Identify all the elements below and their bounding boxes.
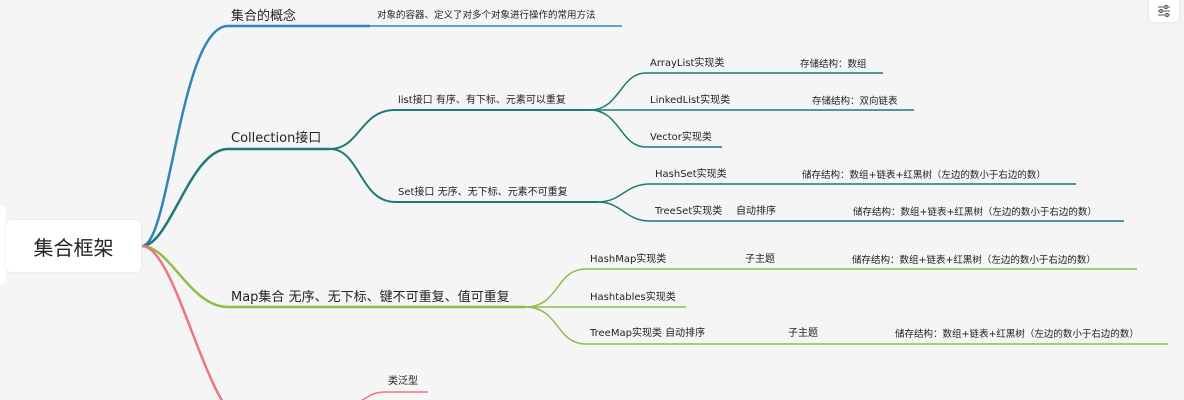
topic-linkedlist[interactable]: LinkedList实现类	[650, 95, 731, 106]
link-treemap	[524, 306, 1168, 345]
topic-vector[interactable]: Vector实现类	[650, 132, 712, 143]
left-panel-edge	[0, 205, 6, 285]
topic-hashtables[interactable]: Hashtables实现类	[590, 292, 676, 303]
topic-hashmap-note[interactable]: 储存结构：数组+链表+红黑树（左边的数小于右边的数）	[852, 255, 1096, 266]
topic-arraylist[interactable]: ArrayList实现类	[650, 58, 725, 69]
topic-list[interactable]: list接口 有序、有下标、元素可以重复	[398, 95, 566, 106]
link-hashmap	[524, 268, 1137, 308]
topic-treeset-note[interactable]: 储存结构：数组+链表+红黑树（左边的数小于右边的数）	[853, 207, 1097, 218]
topic-hashmap-subtopic[interactable]: 子主题	[745, 254, 775, 265]
topic-collection[interactable]: Collection接口	[231, 131, 322, 146]
link-list	[329, 109, 590, 150]
link-vector	[589, 109, 722, 148]
topic-treemap[interactable]: TreeMap实现类 自动排序	[590, 328, 706, 339]
topic-treemap-subtopic[interactable]: 子主题	[788, 328, 818, 339]
link-concept	[141, 24, 370, 248]
topic-treeset[interactable]: TreeSet实现类	[655, 206, 723, 217]
root-topic-label: 集合框架	[33, 235, 114, 260]
topic-treeset-sort[interactable]: 自动排序	[736, 206, 776, 217]
link-hashset	[597, 183, 1076, 203]
topic-concept-note[interactable]: 对象的容器、定义了对多个对象进行操作的常用方法	[377, 10, 596, 21]
topic-arraylist-note[interactable]: 存储结构：数组	[800, 59, 867, 70]
link-treeset	[597, 201, 1124, 222]
link-arraylist	[589, 72, 883, 111]
topic-set[interactable]: Set接口 无序、无下标、元素不可重复	[398, 187, 568, 198]
settings-button[interactable]	[1149, 0, 1179, 22]
topic-hashset[interactable]: HashSet实现类	[655, 169, 727, 180]
topic-generics[interactable]: 类泛型	[388, 376, 418, 387]
sliders-icon	[1158, 5, 1170, 17]
link-generics-child	[361, 391, 428, 400]
link-set	[329, 148, 598, 203]
root-topic[interactable]: 集合框架	[6, 220, 141, 272]
link-map	[141, 244, 525, 309]
topic-hashmap[interactable]: HashMap实现类	[590, 254, 667, 265]
topic-hashset-note[interactable]: 储存结构：数组+链表+红黑树（左边的数小于右边的数）	[802, 170, 1046, 181]
topic-concept[interactable]: 集合的概念	[231, 9, 297, 24]
topic-map[interactable]: Map集合 无序、无下标、键不可重复、值可重复	[231, 290, 510, 305]
link-generics	[141, 244, 224, 400]
topic-treemap-note[interactable]: 储存结构：数组+链表+红黑树（左边的数小于右边的数）	[895, 329, 1139, 340]
link-collection	[141, 147, 330, 248]
topic-linkedlist-note[interactable]: 存储结构：双向链表	[812, 96, 898, 107]
